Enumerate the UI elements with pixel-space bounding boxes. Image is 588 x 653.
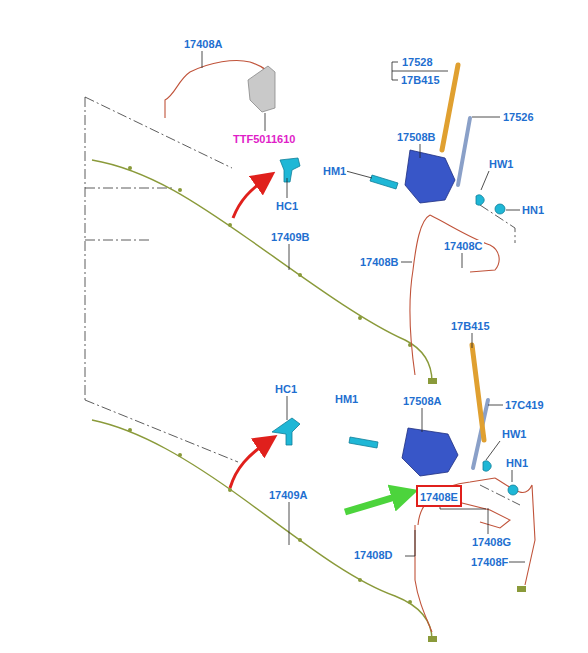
callout-number: 17408F [470, 556, 509, 569]
callout-number: HW1 [488, 158, 514, 171]
highlight-box: 17408E [416, 485, 462, 507]
callout-number: HC1 [274, 383, 298, 396]
callout-number: 17528 [401, 56, 434, 69]
callout-number: 17408E [420, 491, 458, 503]
callout-number: HN1 [505, 457, 529, 470]
callout-number: 17526 [502, 111, 535, 124]
callout-number: 17408D [353, 549, 394, 562]
callout-number: HM1 [322, 165, 347, 178]
callout-number: HM1 [334, 393, 359, 406]
callout-number: 17408C [443, 240, 484, 253]
callout-number: 17408A [183, 38, 224, 51]
callout-number: 17B415 [450, 320, 491, 333]
callout-number: HC1 [275, 200, 299, 213]
callout-number: HN1 [521, 204, 545, 217]
callout-number: 17508A [402, 395, 443, 408]
callout-number: 17508B [396, 131, 437, 144]
callout-number: 17408G [471, 536, 512, 549]
part-number: TTF5011610 [232, 133, 296, 146]
callout-number: 17409B [270, 231, 311, 244]
callout-number: HW1 [501, 428, 527, 441]
callout-number: 17408B [359, 256, 400, 269]
callout-number: 17409A [268, 489, 309, 502]
callout-number: 17C419 [504, 399, 545, 412]
callout-number: 17B415 [400, 74, 441, 87]
